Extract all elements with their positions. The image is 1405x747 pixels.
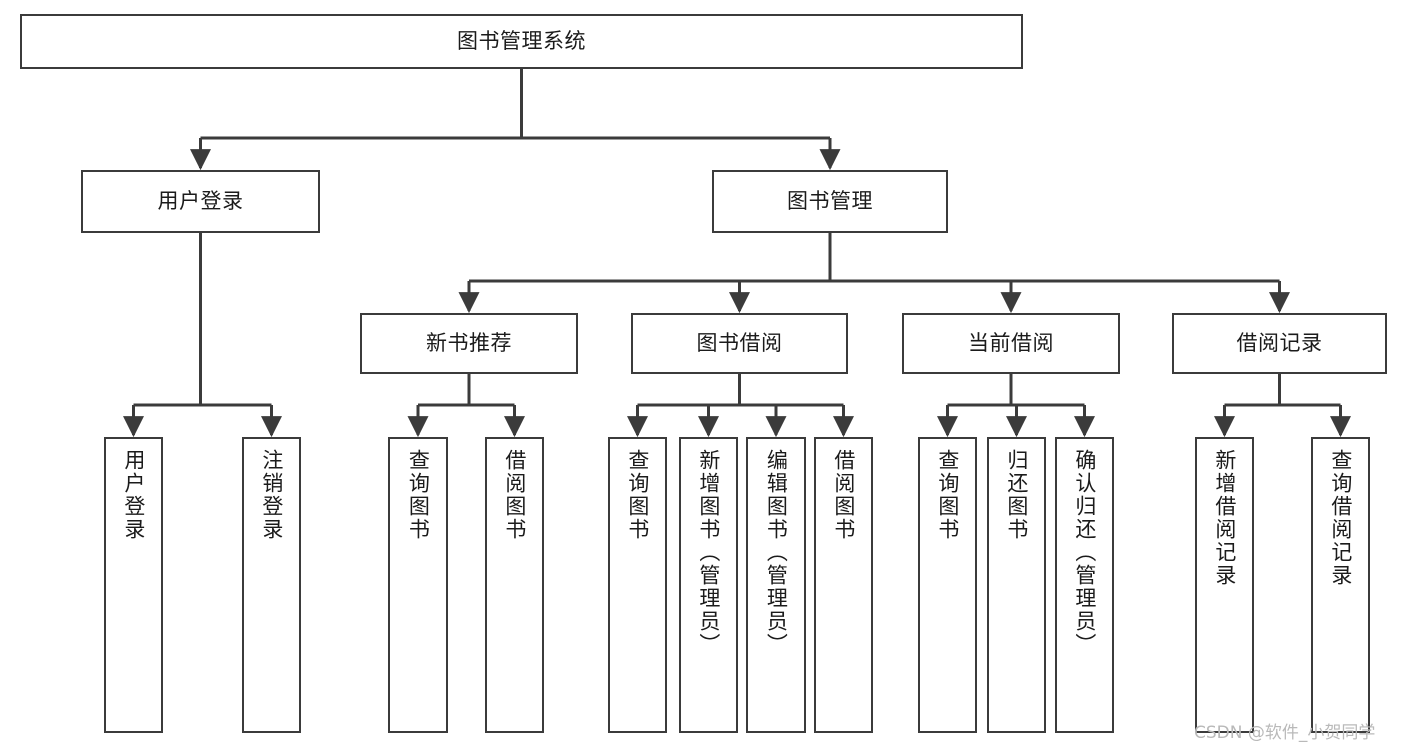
- node-leaf5: 查询图书: [608, 437, 667, 733]
- node-label: 图书管理系统: [457, 29, 586, 54]
- node-bookmgmt: 图书管理: [712, 170, 948, 233]
- node-leaf6: 新增图书（管理员）: [679, 437, 738, 733]
- node-label: 新增借阅记录: [1212, 449, 1237, 587]
- node-leaf9: 查询图书: [918, 437, 977, 733]
- node-label: 借阅记录: [1236, 331, 1323, 356]
- csdn-watermark: CSDN @软件_小贺同学: [1194, 723, 1376, 743]
- node-login: 用户登录: [81, 170, 320, 233]
- node-label: 查询图书: [935, 449, 960, 541]
- node-label: 图书管理: [787, 189, 873, 214]
- node-leaf1: 用户登录: [104, 437, 163, 733]
- node-leaf12: 新增借阅记录: [1195, 437, 1254, 733]
- node-newbook: 新书推荐: [360, 313, 578, 374]
- node-leaf7: 编辑图书（管理员）: [746, 437, 806, 733]
- node-label: 查询借阅记录: [1328, 449, 1353, 587]
- node-label: 查询图书: [406, 449, 431, 541]
- node-leaf2: 注销登录: [242, 437, 301, 733]
- node-root: 图书管理系统: [20, 14, 1023, 69]
- node-label: 图书借阅: [696, 331, 783, 356]
- node-label: 新增图书（管理员）: [696, 449, 721, 656]
- node-label: 确认归还（管理员）: [1072, 449, 1097, 656]
- node-leaf10: 归还图书: [987, 437, 1046, 733]
- node-label: 用户登录: [157, 189, 244, 214]
- node-label: 注销登录: [259, 449, 284, 541]
- node-label: 借阅图书: [502, 449, 527, 541]
- node-label: 借阅图书: [831, 449, 856, 541]
- node-leaf3: 查询图书: [388, 437, 448, 733]
- node-label: 归还图书: [1004, 449, 1029, 541]
- node-label: 当前借阅: [968, 331, 1054, 356]
- node-records: 借阅记录: [1172, 313, 1387, 374]
- node-leaf4: 借阅图书: [485, 437, 544, 733]
- node-leaf8: 借阅图书: [814, 437, 873, 733]
- node-label: 查询图书: [625, 449, 650, 541]
- node-borrow: 图书借阅: [631, 313, 848, 374]
- node-leaf11: 确认归还（管理员）: [1055, 437, 1114, 733]
- node-leaf13: 查询借阅记录: [1311, 437, 1370, 733]
- node-current: 当前借阅: [902, 313, 1120, 374]
- node-label: 编辑图书（管理员）: [764, 449, 789, 656]
- node-label: 用户登录: [121, 449, 146, 541]
- node-label: 新书推荐: [426, 331, 512, 356]
